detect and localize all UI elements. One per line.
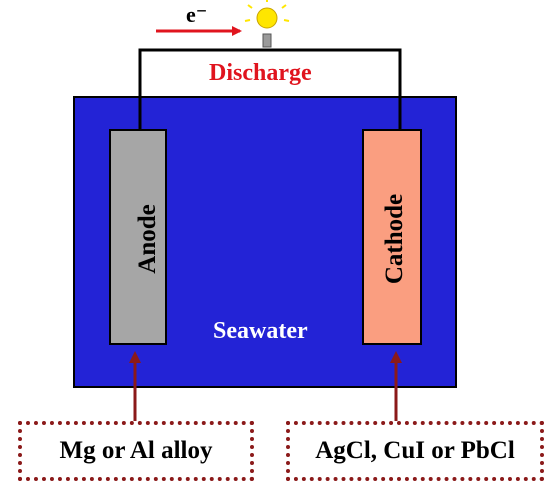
light-bulb-icon [244, 0, 290, 29]
cathode-material-label: AgCl, CuI or PbCl [315, 437, 515, 464]
electrolyte-label: Seawater [213, 318, 308, 344]
cathode-electrode [362, 129, 422, 345]
anode-material-box: Mg or Al alloy [18, 421, 254, 481]
external-wire [138, 48, 402, 130]
bulb-base [262, 33, 272, 48]
cathode-material-box: AgCl, CuI or PbCl [286, 421, 544, 481]
electron-label: e⁻ [186, 2, 208, 27]
discharge-label: Discharge [209, 60, 312, 86]
anode-material-label: Mg or Al alloy [59, 437, 213, 464]
cathode-label: Cathode [381, 193, 408, 285]
anode-electrode [109, 129, 167, 345]
anode-label: Anode [134, 204, 161, 274]
